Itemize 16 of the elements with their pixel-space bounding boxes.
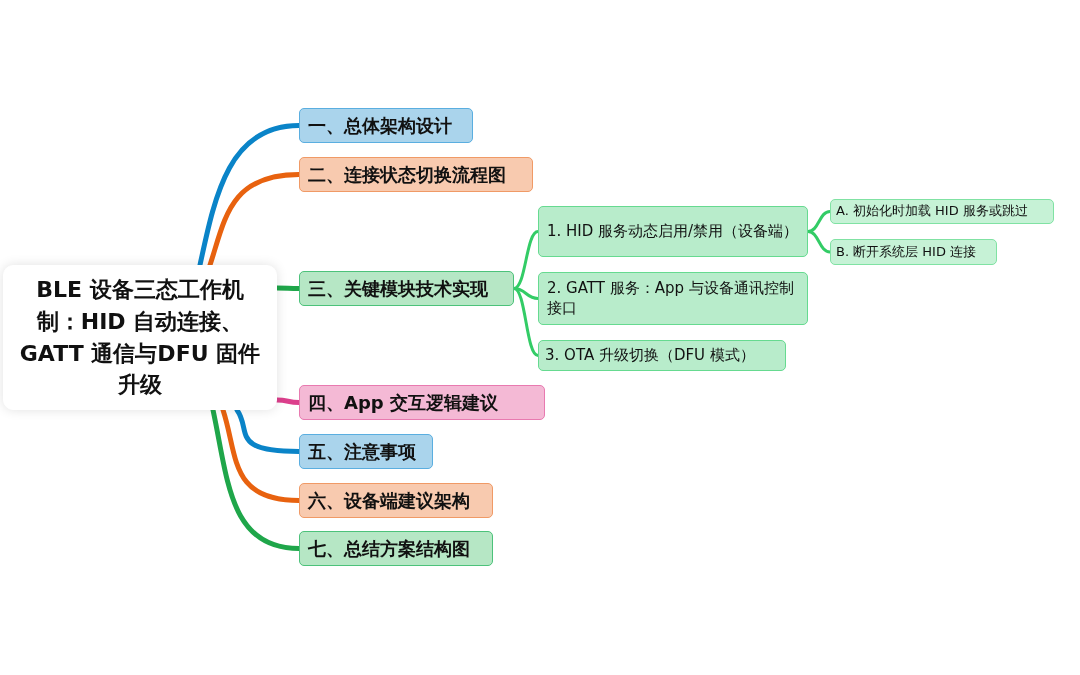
central-topic-box: BLE 设备三态工作机制：HID 自动连接、GATT 通信与DFU 固件升级: [3, 265, 277, 410]
branch-line: [806, 230, 832, 254]
branch-line: [512, 230, 540, 290]
subtopic-box: 2. GATT 服务：App 与设备通讯控制接口: [538, 272, 808, 325]
topic-box: 六、设备端建议架构: [299, 483, 493, 518]
topic-box: 四、App 交互逻辑建议: [299, 385, 545, 420]
topic-box: 三、关键模块技术实现: [299, 271, 514, 306]
subtopic-box: 3. OTA 升级切换（DFU 模式）: [538, 340, 786, 371]
branch-line: [512, 287, 540, 357]
subtopic-box: 1. HID 服务动态启用/禁用（设备端）: [538, 206, 808, 257]
topic-box: 一、总体架构设计: [299, 108, 473, 143]
subtopic-box: A. 初始化时加载 HID 服务或跳过: [830, 199, 1054, 224]
topic-box: 二、连接状态切换流程图: [299, 157, 533, 192]
topic-box: 五、注意事项: [299, 434, 433, 469]
topic-box: 七、总结方案结构图: [299, 531, 493, 566]
subtopic-box: B. 断开系统层 HID 连接: [830, 239, 997, 265]
